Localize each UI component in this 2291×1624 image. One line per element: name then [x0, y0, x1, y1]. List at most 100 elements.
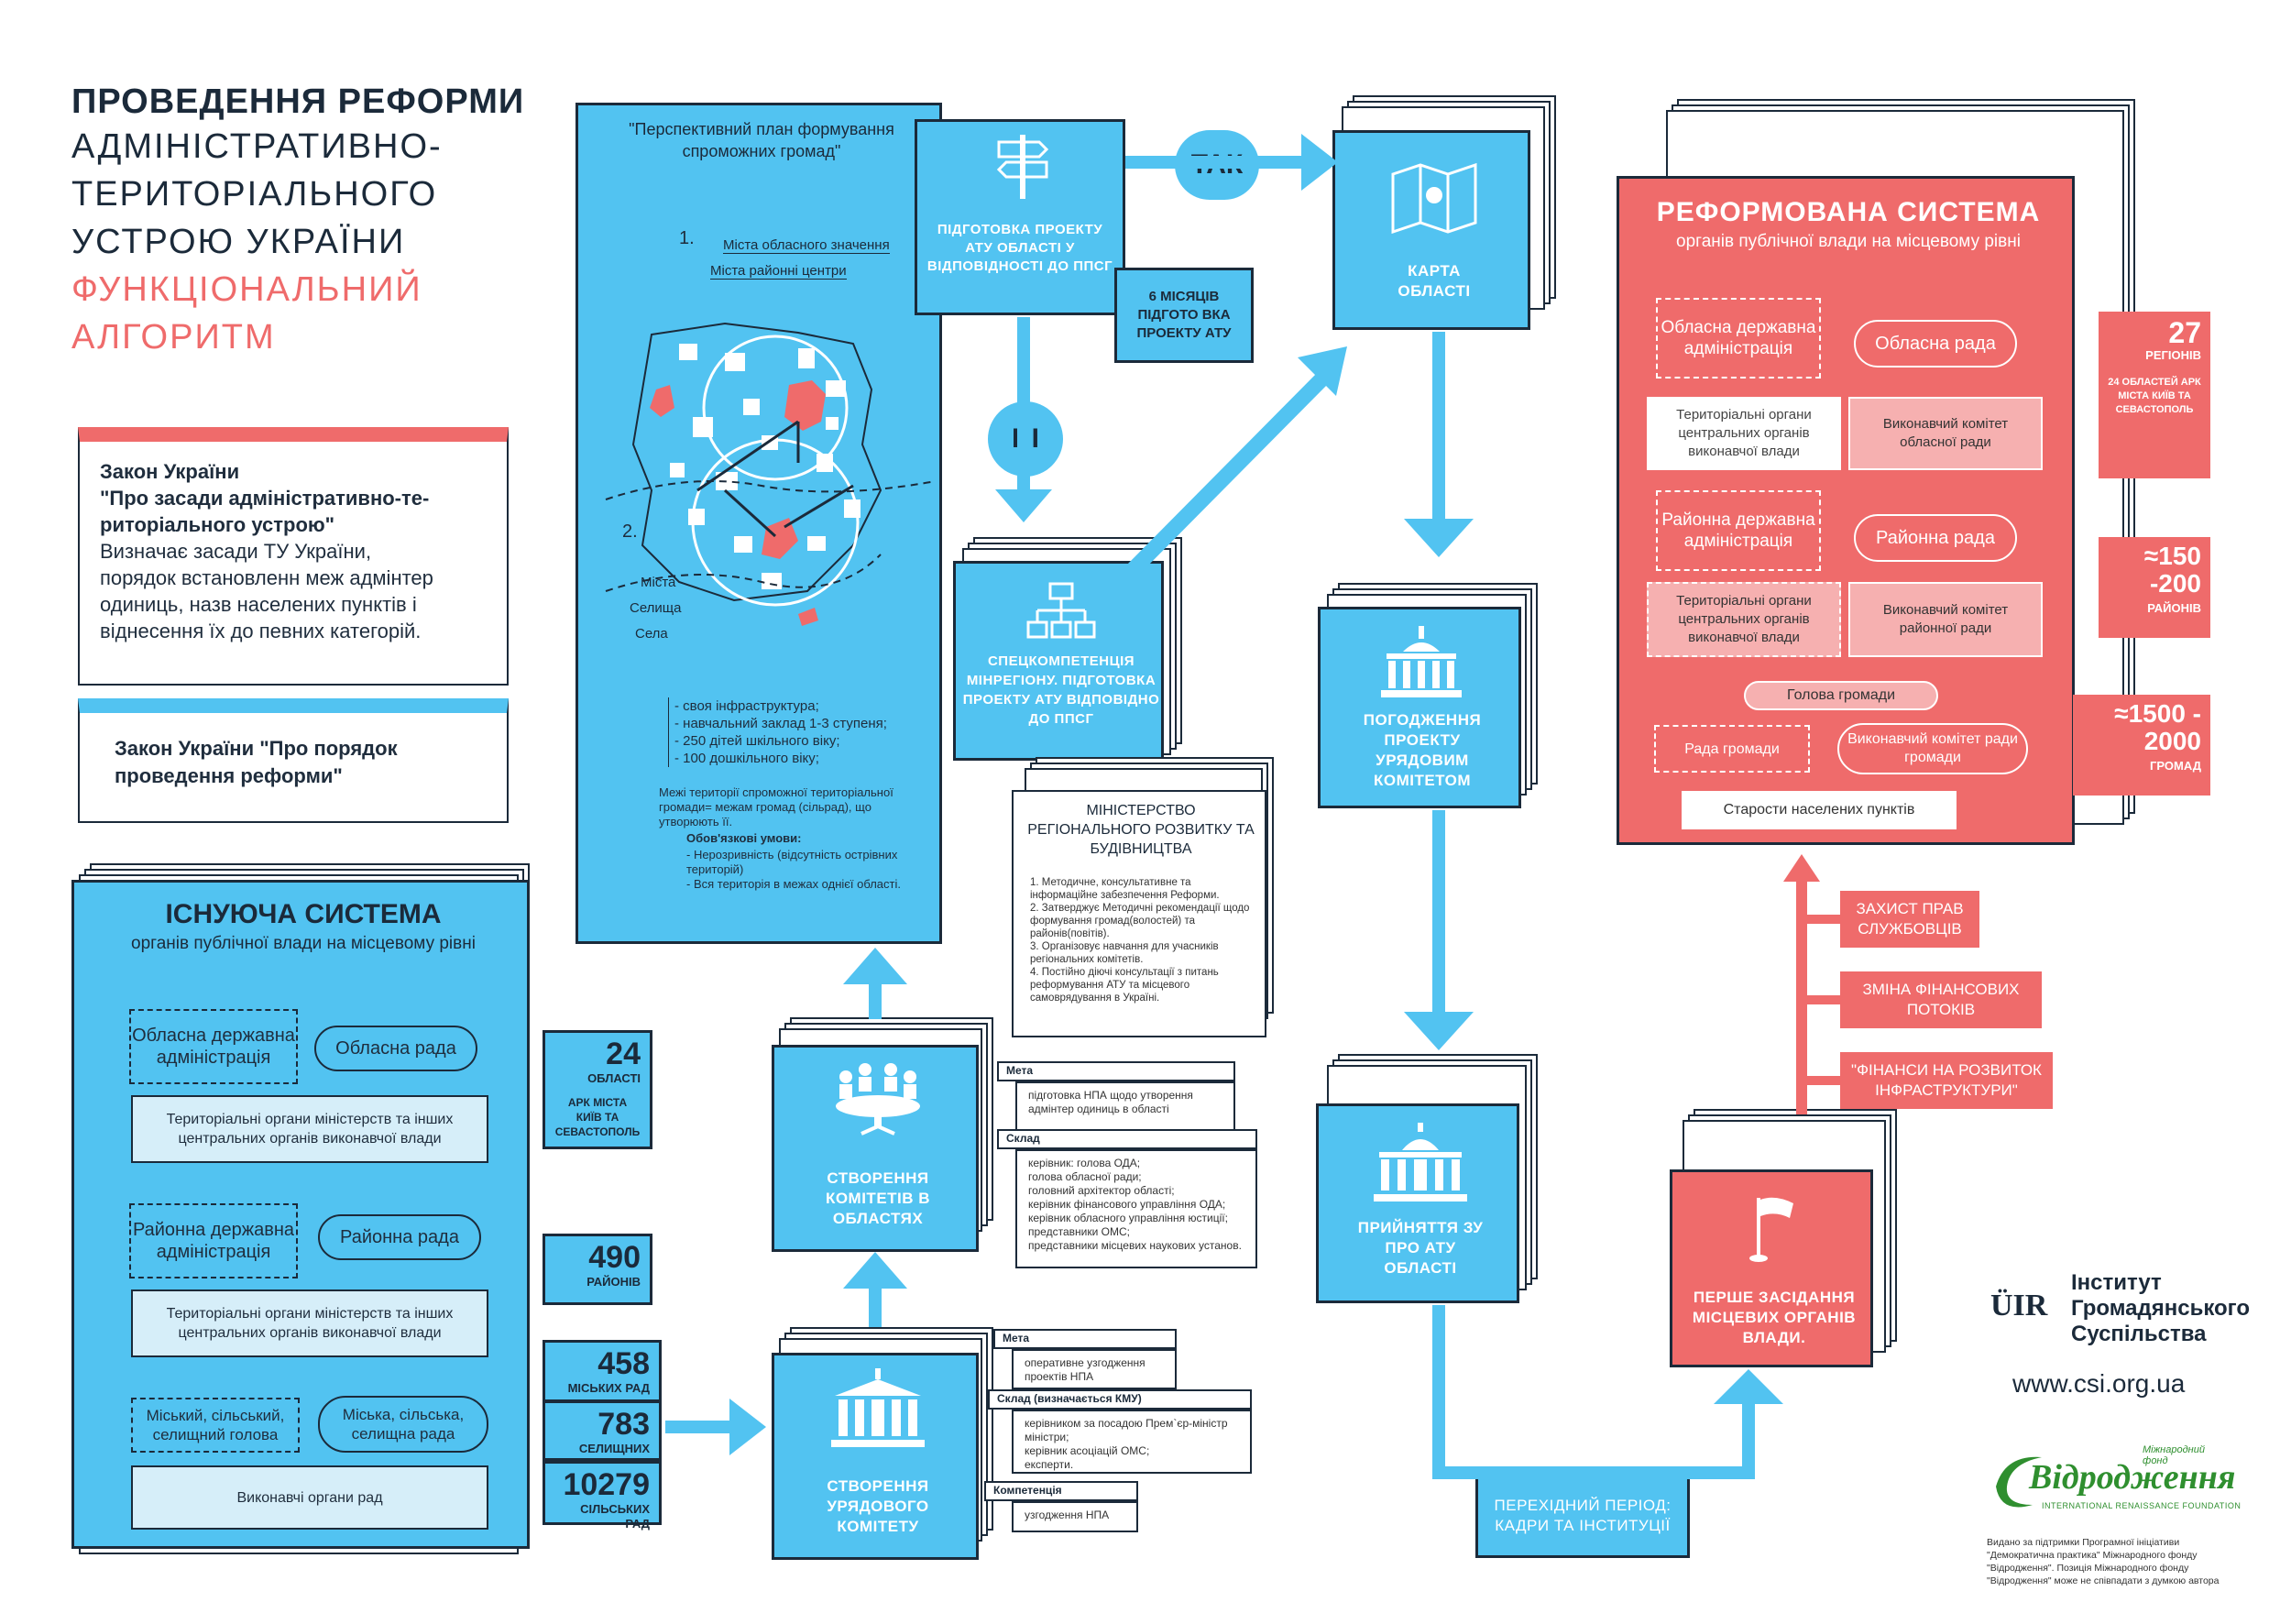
adoption-card: ПРИЙНЯТТЯ ЗУ ПРО АТУ ОБЛАСТІ	[1316, 1103, 1519, 1303]
reformed-elders: Старости населених пунктів	[1682, 791, 1957, 829]
plan-arrows	[696, 420, 854, 538]
connector-red-vertical	[1796, 871, 1807, 1114]
parliament-dome-icon	[1374, 1123, 1467, 1202]
arrow-govcom-up-head	[843, 1252, 907, 1289]
stat-existing-village-num: 10279	[563, 1467, 650, 1502]
plan-map-outline	[631, 322, 882, 602]
reformed-system-card: РЕФОРМОВАНА СИСТЕМА органів публічної вл…	[1617, 176, 2075, 845]
stat-existing-oblasti-sub: АРК МІСТА КИЇВ ТА СЕВАСТОПОЛЬ	[554, 1096, 641, 1138]
existing-exec: Виконавчі органи рад	[131, 1465, 488, 1530]
plan-label-cities: Міста	[641, 575, 676, 590]
tag-financial-flows: ЗМІНА ФІНАНСОВИХ ПОТОКІВ	[1840, 971, 2042, 1028]
reformed-head: Голова громади	[1744, 681, 1938, 710]
stat-existing-village: 10279 СІЛЬСЬКИХ РАД	[543, 1461, 662, 1531]
existing-oblrada: Обласна рада	[314, 1026, 477, 1071]
reformed-rayrada: Районна рада	[1854, 514, 2017, 562]
existing-rda: Районна державна адміністрація	[129, 1203, 298, 1278]
footnote: Видано за підтримки Програмної ініціатив…	[1987, 1537, 2220, 1586]
plan-conditions: - Нерозривність (відсутність острівних т…	[686, 848, 901, 891]
first-session-text: ПЕРШЕ ЗАСІДАННЯ МІСЦЕВИХ ОРГАНІВ ВЛАДИ.	[1692, 1289, 1857, 1346]
plan-conditions-title: Обов'язкові умови:	[686, 831, 802, 845]
approval-text: ПОГОДЖЕННЯ ПРОЕКТУ УРЯДОВИМ КОМІТЕТОМ	[1363, 711, 1482, 789]
government-building-icon	[831, 1368, 925, 1447]
law-1-l4: Визначає засади ТУ України,	[100, 540, 372, 563]
govcom-meta: оперативне узгодження проектів НПА	[1012, 1349, 1177, 1389]
committees-text: СТВОРЕННЯ КОМІТЕТІВ В ОБЛАСТЯХ	[825, 1169, 931, 1227]
stat-reformed-hromady-num: ≈1500 - 2000	[2114, 699, 2201, 755]
reformed-terr-1: Територіальні органи центральних органів…	[1647, 397, 1841, 470]
yes-label: ТАК	[1190, 149, 1244, 180]
yes-badge: ТАК	[1175, 130, 1259, 200]
flag-icon	[1749, 1197, 1793, 1262]
irf-top-label: Міжнародний фонд	[2143, 1444, 2205, 1466]
reformed-council: Рада громади	[1654, 725, 1810, 773]
map-card-label: КАРТА ОБЛАСТІ	[1398, 262, 1471, 300]
plan-map-illustration	[605, 322, 937, 626]
tag-infra-finance: "ФІНАНСИ НА РОЗВИТОК ІНФРАСТРУКТУРИ"	[1840, 1052, 2053, 1109]
govcom-komp: узгодження НПА	[1012, 1501, 1138, 1532]
stat-reformed-rayony-num: ≈150 -200	[2143, 542, 2201, 598]
stat-reformed-hromady-label: ГРОМАД	[2150, 759, 2201, 773]
stat-existing-town-num: 783	[597, 1407, 650, 1442]
no-label: НІ	[1012, 423, 1039, 454]
govcom-sklad: керівником за посадою Прем`єр-міністр мі…	[1012, 1410, 1252, 1474]
prep-card: ПІДГОТОВКА ПРОЕКТУ АТУ ОБЛАСТІ У ВІДПОВІ…	[915, 119, 1125, 315]
ministry-title: МІНІСТЕРСТВО РЕГІОНАЛЬНОГО РОЗВИТКУ ТА Б…	[1027, 803, 1255, 857]
stat-reformed-hromady: ≈1500 - 2000 ГРОМАД	[2073, 695, 2210, 796]
reformed-title: РЕФОРМОВАНА СИСТЕМА	[1656, 197, 2041, 227]
arrow-first-session-head	[1714, 1369, 1783, 1404]
stat-existing-town: 783 СЕЛИЩНИХ РАД	[543, 1400, 662, 1470]
govcom-meta-head: Мета	[993, 1329, 1177, 1349]
stat-existing-city-num: 458	[597, 1346, 650, 1381]
irf-swoosh-icon	[1996, 1456, 2042, 1508]
stat-reformed-regions-num: 27	[2168, 316, 2201, 349]
stat-reformed-regions: 27 РЕГІОНІВ 24 ОБЛАСТЕЙ АРК МІСТА КИЇВ Т…	[2099, 312, 2210, 478]
csi-logo: ÜIR Інститут Громадянського Суспільства	[1990, 1270, 2265, 1353]
title-line-2: АДМІНІСТРАТИВНО-	[71, 127, 443, 166]
stat-reformed-regions-label: РЕГІОНІВ	[2145, 348, 2201, 362]
committees-sklad-head: Склад	[997, 1129, 1257, 1149]
ministry-card: МІНІСТЕРСТВО РЕГІОНАЛЬНОГО РОЗВИТКУ ТА Б…	[1012, 790, 1266, 1037]
title-line-1: ПРОВЕДЕННЯ РЕФОРМИ	[71, 82, 525, 121]
reformed-subtitle: органів публічної влади на місцевому рів…	[1676, 232, 2021, 251]
connector-adoption-down	[1432, 1305, 1445, 1479]
stat-existing-rayony: 490 РАЙОНІВ	[543, 1234, 652, 1305]
csi-logo-line-2: Громадянського	[2071, 1296, 2251, 1321]
stat-existing-oblasti-num: 24	[606, 1037, 641, 1071]
plan-requirements: - своя інфраструктура; - навчальний закл…	[668, 697, 931, 767]
reformed-oblrada: Обласна рада	[1854, 320, 2017, 368]
prep-months-card: 6 МІСЯЦІВ ПІДГОТО ВКА ПРОЕКТУ АТУ	[1114, 268, 1254, 363]
irf-english: INTERNATIONAL RENAISSANCE FOUNDATION	[2042, 1501, 2242, 1510]
plan-bounds: Межі території спроможної територіальної…	[659, 785, 893, 828]
connector-up-to-first	[1742, 1402, 1755, 1479]
reformed-exec-3: Виконавчий комітет ради громади	[1837, 723, 2028, 774]
plan-label-ray-centers: Міста районні центри	[710, 263, 847, 280]
law-2-l1: Закон України "Про порядок	[115, 737, 398, 760]
law-1-l7: віднесення їх до певних категорій.	[100, 620, 422, 642]
stat-existing-oblasti: 24 ОБЛАСТІ АРК МІСТА КИЇВ ТА СЕВАСТОПОЛЬ	[543, 1030, 652, 1149]
stat-existing-village-label: СІЛЬСЬКИХ РАД	[580, 1502, 650, 1531]
reformed-exec-1: Виконавчий комітет обласної ради	[1848, 397, 2043, 470]
reformed-terr-2: Територіальні органи центральних органів…	[1647, 582, 1841, 657]
tag-employee-rights: ЗАХИСТ ПРАВ СЛУЖБОВЦІВ	[1840, 891, 1979, 948]
stat-existing-city: 458 МІСЬКИХ РАД	[543, 1340, 662, 1402]
govcom-card: СТВОРЕННЯ УРЯДОВОГО КОМІТЕТУ	[772, 1353, 979, 1560]
csi-url[interactable]: www.csi.org.ua	[2012, 1369, 2186, 1398]
arrow-govcom-up-shaft	[869, 1285, 882, 1327]
parliament-icon	[1381, 626, 1462, 697]
plan-dashed-boundary	[605, 480, 937, 500]
plan-card: "Перспективний план формування спроможни…	[575, 103, 942, 944]
govcom-sklad-head: Склад (визначається КМУ)	[988, 1389, 1252, 1410]
arrow-red-up-head	[1783, 854, 1820, 882]
csi-logo-mark: ÜIR	[1990, 1289, 2048, 1322]
title-line-6: АЛГОРИТМ	[71, 318, 276, 357]
existing-subtitle: органів публічної влади на місцевому рів…	[131, 934, 476, 953]
plan-label-obl-cities: Міста обласного значення	[723, 237, 890, 254]
prep-text: ПІДГОТОВКА ПРОЕКТУ АТУ ОБЛАСТІ У ВІДПОВІ…	[926, 222, 1113, 274]
arrow-spec-to-map-head	[1298, 346, 1347, 396]
reformed-exec-2: Виконавчий комітет районної ради	[1848, 582, 2043, 657]
govcom-text: СТВОРЕННЯ УРЯДОВОГО КОМІТЕТУ	[827, 1477, 929, 1535]
stat-existing-oblasti-label: ОБЛАСТІ	[587, 1071, 641, 1085]
committees-meta-head: Мета	[997, 1061, 1235, 1081]
irf-name: Відродження	[2029, 1458, 2236, 1497]
